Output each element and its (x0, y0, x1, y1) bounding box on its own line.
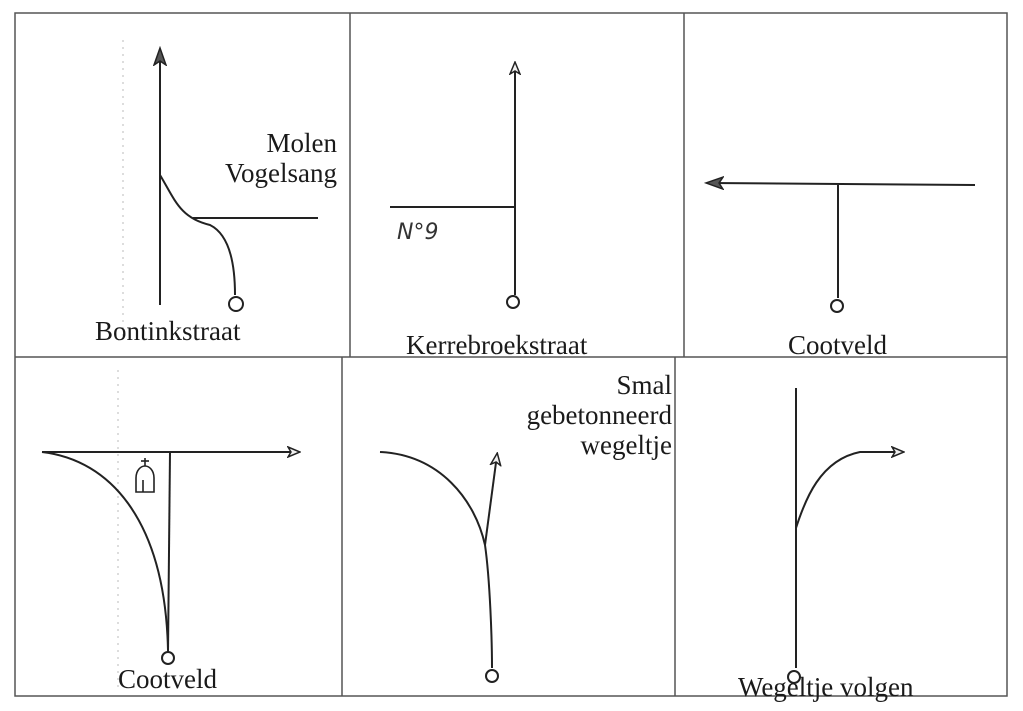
scan-fold-marks (117, 40, 124, 690)
branch-arrow (484, 455, 497, 546)
panel-5-path-label: Smal gebetonneerd wegeltje (480, 370, 672, 461)
panel-1-route (159, 52, 318, 312)
route-curve (159, 174, 236, 296)
side-road (167, 451, 171, 653)
panel-6-route (787, 388, 902, 684)
panel-6-instruction-label: Wegeltje volgen (738, 672, 914, 702)
panel-2-street-label: Kerrebroekstraat (406, 330, 588, 360)
panel-1-street-label: Bontinkstraat (95, 316, 241, 346)
start-point-icon (787, 670, 801, 684)
panel-2-route (390, 64, 520, 309)
panel-4-street-label: Cootveld (118, 664, 217, 694)
branch-arrow (795, 452, 902, 529)
start-point-icon (161, 651, 175, 665)
chapel-icon (135, 458, 155, 493)
route-curve (379, 451, 493, 669)
start-point-icon (506, 295, 520, 309)
landmark-line-1: Molen (266, 128, 338, 158)
start-point-icon (228, 296, 244, 312)
panel-5-route (379, 451, 499, 683)
panel-1-landmark-label: Molen Vogelsang (190, 128, 337, 188)
grid-border (14, 12, 1008, 697)
start-point-icon (485, 669, 499, 683)
landmark-line-2: Vogelsang (225, 158, 337, 189)
panel-3-route (710, 183, 976, 313)
path-line-1: Smal (616, 370, 672, 400)
start-point-icon (830, 299, 844, 313)
panel-4-route (41, 451, 298, 665)
route-curve (41, 451, 169, 651)
main-road-arrow (710, 183, 976, 185)
panel-3-street-label: Cootveld (788, 330, 887, 360)
path-line-2: gebetonneerd (526, 400, 672, 431)
panel-2-house-number: N°9 (397, 220, 439, 245)
path-line-3: wegeltje (580, 430, 672, 461)
panel-grid (14, 12, 1008, 697)
